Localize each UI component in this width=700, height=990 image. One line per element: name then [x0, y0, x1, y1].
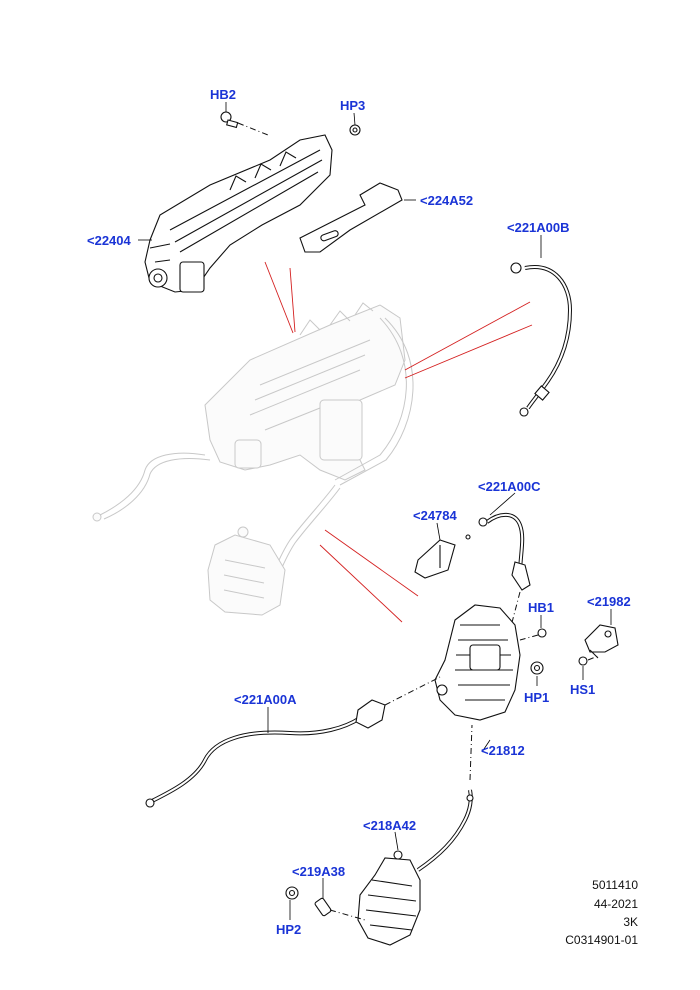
part-21812-latch[interactable] [434, 604, 521, 721]
pin-hp3[interactable] [349, 124, 361, 136]
reference-line-4: C0314901-01 [565, 933, 638, 947]
callout-hp1[interactable]: HP1 [524, 690, 549, 705]
screw-hs1[interactable] [578, 655, 599, 666]
callout-24784[interactable]: <24784 [413, 508, 458, 523]
part-224a52-trim[interactable] [299, 182, 403, 253]
part-221a00b-cable[interactable] [510, 262, 573, 417]
callout-hs1[interactable]: HS1 [570, 682, 595, 697]
reference-line-2: 44-2021 [593, 897, 638, 911]
callout-hp2[interactable]: HP2 [276, 922, 301, 937]
callout-hb1[interactable]: HB1 [528, 600, 554, 615]
part-24784-bracket[interactable] [414, 539, 456, 579]
part-219a38-rod[interactable] [314, 897, 366, 921]
callout-221a00a[interactable]: <221A00A [234, 692, 297, 707]
callout-221a00b[interactable]: <221A00B [507, 220, 570, 235]
part-22404-handle-bracket[interactable] [144, 134, 333, 293]
callout-218a42[interactable]: <218A42 [363, 818, 416, 833]
reference-line-3: 3K [623, 915, 638, 929]
part-21982-striker[interactable] [584, 624, 619, 659]
callout-221a00c[interactable]: <221A00C [478, 479, 541, 494]
reference-line-1: 5011410 [592, 878, 638, 892]
leader-lines [138, 102, 612, 920]
part-221a00a-cable[interactable] [145, 676, 441, 808]
ghost-assembly [92, 302, 414, 616]
callout-224a52[interactable]: <224A52 [420, 193, 473, 208]
callouts: HB2 HP3 <224A52 <22404 <221A00B <221A00C… [87, 87, 631, 937]
callout-22404[interactable]: <22404 [87, 233, 132, 248]
callout-hb2[interactable]: HB2 [210, 87, 236, 102]
pin-hp2[interactable] [285, 886, 299, 900]
callout-21812[interactable]: <21812 [481, 743, 525, 758]
callout-21982[interactable]: <21982 [587, 594, 631, 609]
pin-hp1[interactable] [530, 661, 544, 675]
callout-hp3[interactable]: HP3 [340, 98, 365, 113]
bolt-hb1[interactable] [519, 628, 547, 641]
part-221a00c-cable[interactable] [465, 512, 531, 631]
callout-219a38[interactable]: <219A38 [292, 864, 345, 879]
explode-lines [264, 261, 533, 623]
bolt-hb2[interactable] [220, 111, 269, 136]
part-218a42-module[interactable] [357, 724, 474, 946]
